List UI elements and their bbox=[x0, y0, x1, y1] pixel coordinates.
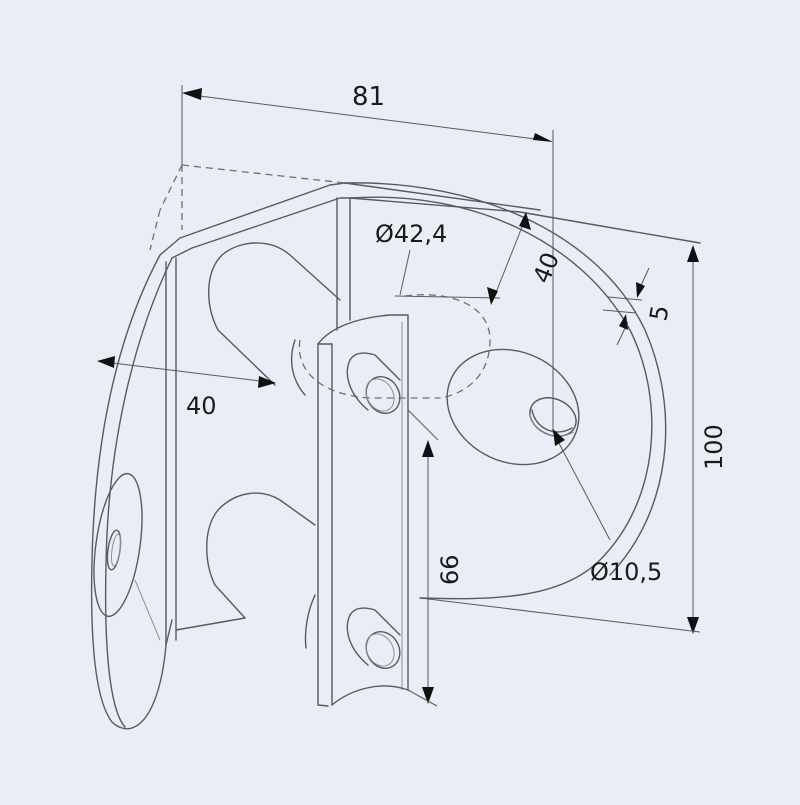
dimension-label-bolt-hole: Ø10,5 bbox=[590, 558, 662, 586]
lower-tube-stub bbox=[175, 492, 316, 649]
round-disc-plate bbox=[344, 182, 667, 600]
left-mounting-plate bbox=[90, 254, 173, 730]
dimension-label-5: 5 bbox=[644, 303, 674, 323]
dimension-label-100: 100 bbox=[700, 424, 728, 470]
top-bent-plate bbox=[159, 182, 701, 646]
dimension-5: 5 bbox=[602, 267, 675, 346]
upper-tube-stub bbox=[208, 242, 341, 396]
dimension-bolt-hole: Ø10,5 bbox=[551, 429, 662, 586]
dimension-66: 66 bbox=[407, 409, 464, 707]
dimension-100: 100 bbox=[419, 245, 728, 634]
clamp-bar bbox=[317, 314, 409, 707]
dimension-40-standoff: 40 bbox=[97, 356, 276, 420]
dimension-81: 81 bbox=[181, 82, 554, 430]
dimension-label-66: 66 bbox=[436, 554, 464, 585]
dimension-tube-diameter: Ø42,4 bbox=[375, 220, 501, 299]
dimension-label-40-standoff: 40 bbox=[186, 392, 217, 420]
dimension-label-tube-diameter: Ø42,4 bbox=[375, 220, 447, 248]
dimension-label-40-saddle: 40 bbox=[528, 248, 565, 287]
dimension-label-81: 81 bbox=[352, 82, 385, 112]
